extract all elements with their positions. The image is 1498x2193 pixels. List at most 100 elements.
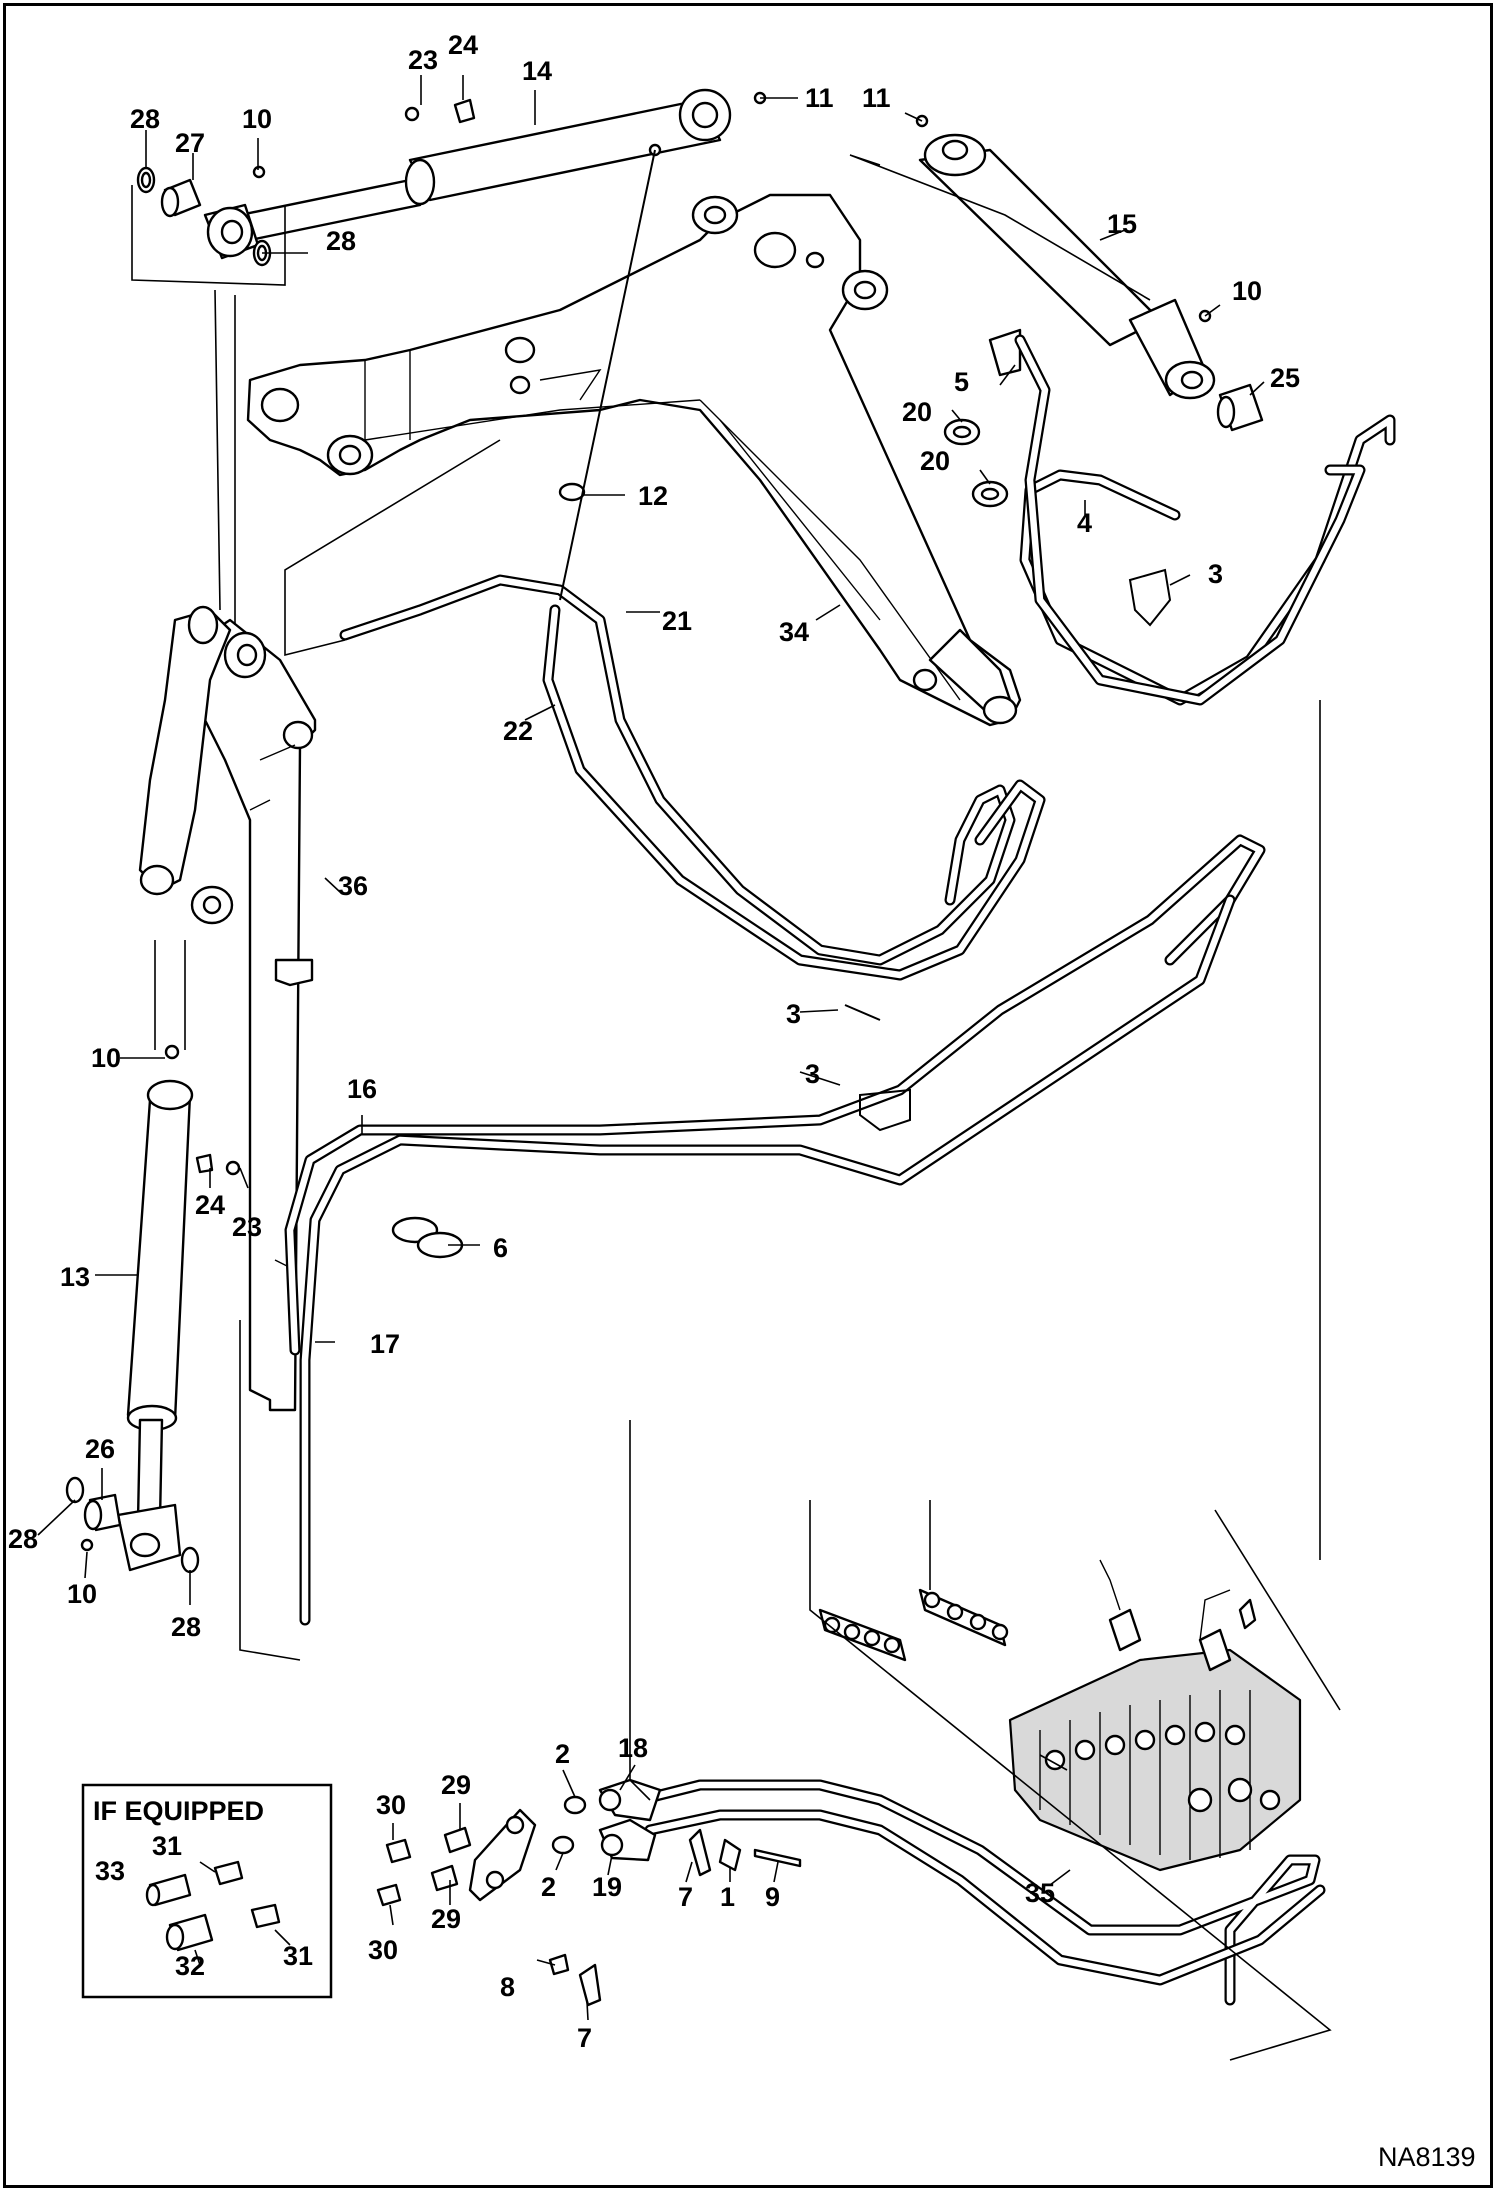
screw-part-8 (548, 1953, 570, 1976)
plate-part-1 (718, 1838, 742, 1872)
callout-21: 21 (662, 606, 692, 636)
adapter-part-31-lower (250, 1903, 281, 1929)
adapter-part-29-upper (443, 1826, 472, 1854)
fitting-part-18 (598, 1778, 662, 1822)
callout-29-lower: 29 (431, 1904, 461, 1934)
tie-part-3-upper (1128, 568, 1172, 627)
arm-part-36 (138, 605, 317, 1412)
clip-part-7-lower (578, 1963, 602, 2007)
figure-id: NA8139 (1378, 2142, 1476, 2172)
bolt-part-23-top (404, 106, 420, 122)
callout-28-topleft: 28 (130, 104, 160, 134)
callout-20-upper: 20 (902, 397, 932, 427)
tie-part-3-middle (844, 1004, 881, 1021)
callout-10-right: 10 (1232, 276, 1262, 306)
callout-labels: 23 24 14 11 11 28 27 10 28 15 10 25 5 20… (8, 30, 1300, 2053)
bracket-part-lower (468, 1808, 537, 1902)
inset-callout-31-lower: 31 (283, 1941, 313, 1971)
leader-lines (37, 75, 1265, 2021)
cap-part-30-upper (385, 1838, 412, 1864)
ring-part-28-left (136, 166, 156, 194)
inset-callout-31-upper: 31 (152, 1831, 182, 1861)
callout-9: 9 (765, 1882, 780, 1912)
tie-part-3-lower (859, 1088, 911, 1132)
callout-15: 15 (1107, 209, 1137, 239)
callout-2-lower: 2 (541, 1872, 556, 1902)
callout-3-upper: 3 (1208, 559, 1223, 589)
callout-10-top: 10 (242, 104, 272, 134)
arm-cylinder-part-15 (918, 133, 1216, 400)
clamp-part-24-lower (195, 1153, 214, 1174)
callout-10-lower: 10 (67, 1579, 97, 1609)
callout-4: 4 (1077, 508, 1092, 538)
callout-20-lower: 20 (920, 446, 950, 476)
pin-part-26 (83, 1493, 122, 1532)
callout-36: 36 (338, 871, 368, 901)
ring-part-28-lower-left (65, 1476, 85, 1504)
callout-28-topright: 28 (326, 226, 356, 256)
callout-27: 27 (175, 128, 205, 158)
callout-19: 19 (592, 1872, 622, 1902)
inset-callout-33: 33 (95, 1856, 125, 1886)
inset-title: IF EQUIPPED (93, 1796, 264, 1826)
callout-1: 1 (720, 1882, 735, 1912)
callout-8: 8 (500, 1972, 515, 2002)
coupler-part-32 (165, 1913, 214, 1952)
callout-24-lower: 24 (195, 1190, 225, 1220)
callout-2-upper: 2 (555, 1739, 570, 1769)
callout-3-middle: 3 (786, 999, 801, 1029)
callout-30-lower: 30 (368, 1935, 398, 1965)
callout-23-lower: 23 (232, 1212, 262, 1242)
callout-25: 25 (1270, 363, 1300, 393)
callout-34: 34 (779, 617, 809, 647)
callout-30-upper: 30 (376, 1790, 406, 1820)
valve-fittings-left (818, 1608, 907, 1662)
callout-28-lowerleft: 28 (8, 1524, 38, 1554)
callout-14: 14 (522, 56, 552, 86)
callout-11-right: 11 (862, 83, 891, 113)
callout-3-lower: 3 (805, 1059, 820, 1089)
callout-26: 26 (85, 1434, 115, 1464)
adapter-part-29-lower (430, 1864, 459, 1892)
bucket-cylinder-part-13 (116, 1044, 194, 1572)
callout-28-lowerright: 28 (171, 1612, 201, 1642)
fitting-part-10-top (252, 165, 266, 179)
callout-22: 22 (503, 716, 533, 746)
callout-5: 5 (954, 367, 969, 397)
cap-part-30-lower (376, 1883, 402, 1907)
clip-part-7-upper (688, 1828, 712, 1877)
coupler-part-33 (145, 1873, 192, 1907)
diagram-border (3, 3, 1493, 2188)
callout-17: 17 (370, 1329, 400, 1359)
callout-29-upper: 29 (441, 1770, 471, 1800)
inset-callout-32: 32 (175, 1951, 205, 1981)
rod-line (559, 149, 656, 601)
callout-23-top: 23 (408, 45, 438, 75)
callout-10-middle: 10 (91, 1043, 121, 1073)
pin-part-27 (160, 178, 202, 218)
callout-7-lower: 7 (577, 2023, 592, 2053)
callout-6: 6 (493, 1233, 508, 1263)
tube-part-5 (988, 328, 1022, 377)
callout-35: 35 (1025, 1878, 1055, 1908)
fitting-part-10-lower (80, 1538, 94, 1552)
callout-11-top: 11 (805, 83, 834, 113)
callout-24-top: 24 (448, 30, 478, 60)
bracket-lines (131, 154, 1341, 2061)
nut-part-2-upper (563, 1795, 587, 1815)
bolt-part-9 (753, 1848, 802, 1868)
clamp-part-24-top (453, 98, 476, 124)
adapter-part-31-upper (213, 1860, 244, 1886)
grommet-part-12 (558, 482, 586, 502)
pin-part-25 (1216, 383, 1264, 432)
nut-part-2-lower (551, 1835, 575, 1855)
callout-16: 16 (347, 1074, 377, 1104)
ring-part-28-lower-right (180, 1546, 200, 1574)
valve-fittings-right (918, 1588, 1009, 1647)
clamp-part-6 (391, 1216, 464, 1259)
callout-13: 13 (60, 1262, 90, 1292)
callout-7-upper: 7 (678, 1882, 693, 1912)
callout-12: 12 (638, 481, 668, 511)
control-valve-part-35 (1008, 1559, 1302, 1872)
